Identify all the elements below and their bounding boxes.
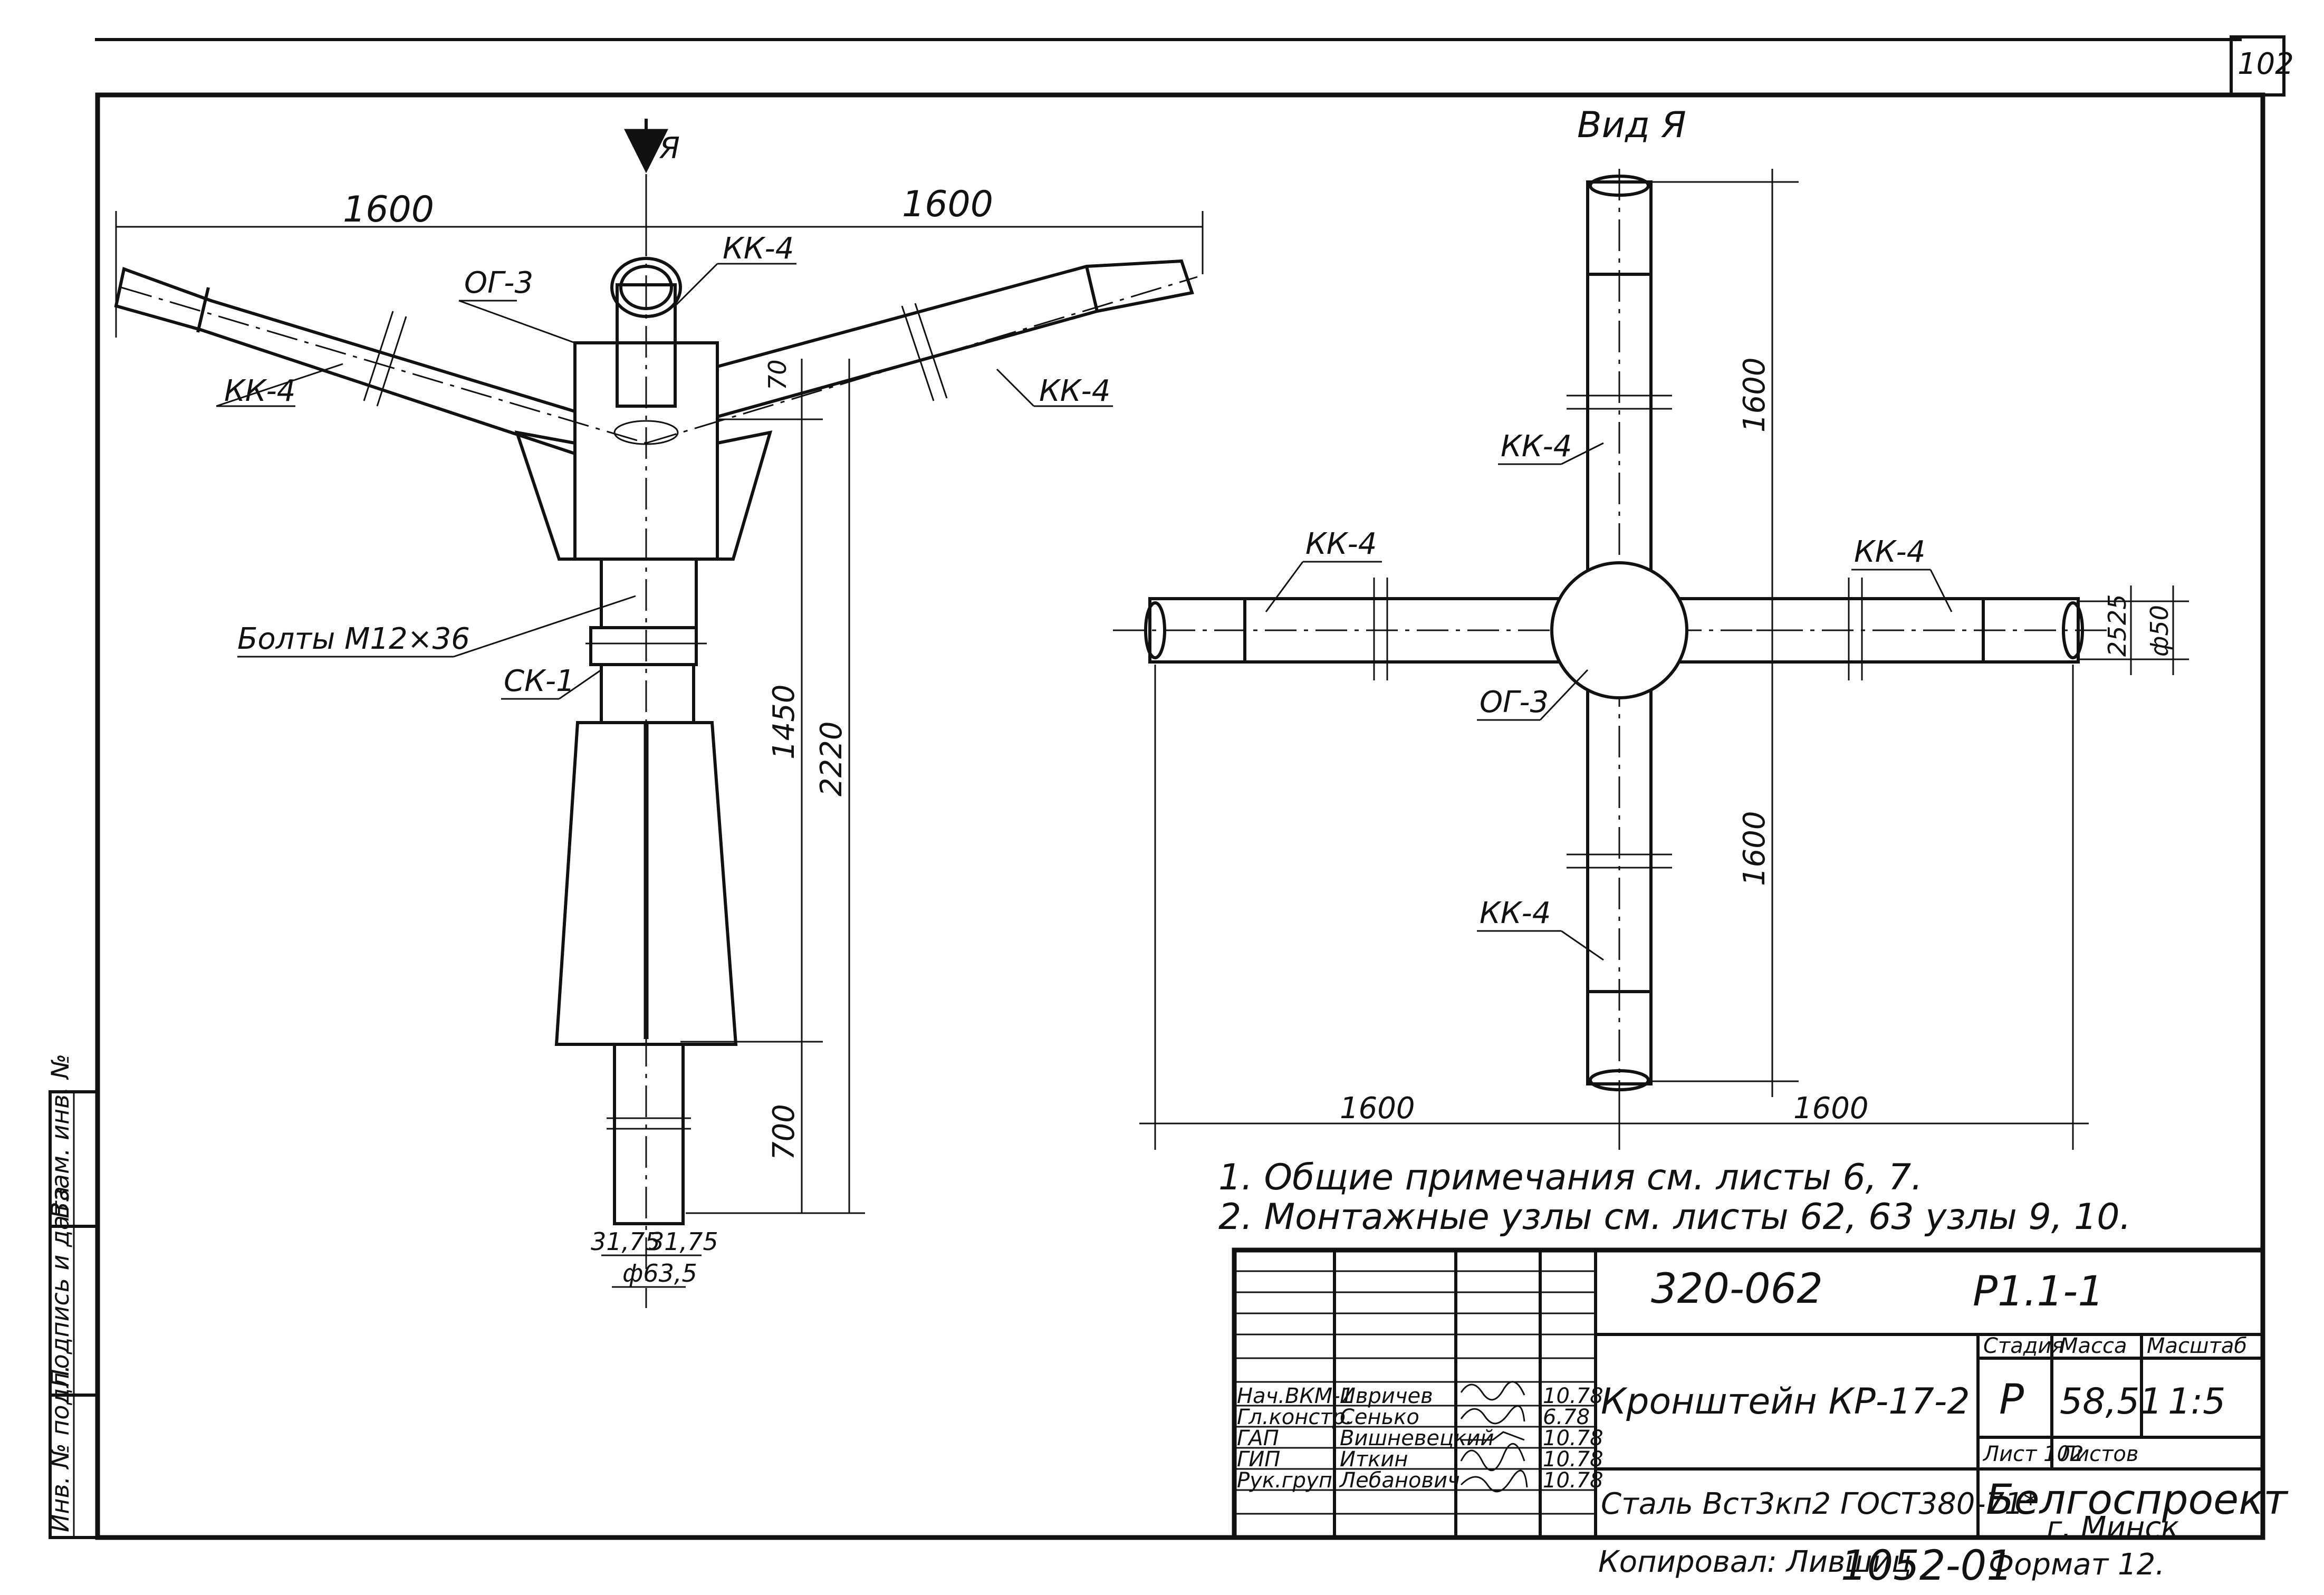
format-label: Формат 12. (1989, 1548, 2165, 1582)
role-5: Рук.груп. (1237, 1468, 1339, 1493)
signature-3 (1461, 1431, 1525, 1441)
role-3: ГАП (1237, 1426, 1279, 1450)
side-stamp-inv: Инв. № подл. (46, 1365, 74, 1532)
dim-h-right: 1600 (1793, 1091, 1869, 1126)
org-name: Белгоспроект (1986, 1476, 2289, 1524)
role-2: Гл.констр. (1237, 1405, 1352, 1429)
date-3: 10.78 (1543, 1426, 1603, 1450)
doc-code: Р1.1-1 (1973, 1268, 2104, 1315)
doc-name: Кронштейн КР-17-2 (1601, 1381, 1970, 1423)
label-kk4-v-top: КК-4 (1501, 429, 1572, 464)
label-og3-right: ОГ-3 (1480, 685, 1549, 719)
title-block: 320-062 Р1.1-1 Кронштейн КР-17-2 Сталь В… (1232, 1247, 2289, 1545)
org-city: г. Минск (2047, 1511, 2179, 1545)
right-arm (716, 259, 1194, 419)
dim-2220: 2220 (814, 721, 849, 796)
name-4: Иткин (1340, 1447, 1408, 1472)
view-title: Вид Я (1577, 104, 1686, 146)
label-og3-left: ОГ-3 (464, 266, 533, 300)
dim-25-a: 25 (2103, 594, 2131, 625)
dim-70: 70 (763, 359, 792, 390)
side-stamp-signature: Подпись и дата (46, 1186, 74, 1387)
date-2: 6.78 (1543, 1405, 1590, 1429)
date-4: 10.78 (1543, 1447, 1603, 1472)
signature-1 (1460, 1381, 1525, 1401)
dim-right-span: 1600 (902, 184, 993, 225)
dim-635: ф63,5 (622, 1259, 697, 1287)
dim-3175-right: 31,75 (649, 1227, 718, 1256)
stage-header: Стадия (1983, 1334, 2064, 1358)
name-1: Ивричев (1340, 1384, 1433, 1408)
scale-header: Масштаб (2147, 1334, 2247, 1358)
dim-1450: 1450 (767, 684, 801, 760)
bottom-pipe (613, 1043, 685, 1225)
dim-left-span: 1600 (343, 189, 434, 230)
front-view: Я 1600 1600 (114, 119, 1204, 1308)
top-tube-end (610, 257, 682, 318)
label-kk4-h-right: КК-4 (1854, 535, 1925, 569)
label-bolts: Болты М12×36 (237, 622, 470, 656)
dim-h-left: 1600 (1340, 1091, 1415, 1126)
dim-25-b: 25 (2103, 626, 2131, 657)
signature-2 (1460, 1405, 1525, 1425)
mass-header: Масса (2060, 1334, 2127, 1358)
conical-sleeve (554, 721, 738, 1046)
label-kk4-h-left: КК-4 (1305, 527, 1377, 561)
label-kk4-v-bottom: КК-4 (1480, 896, 1551, 930)
side-stamp: Инв. № подл. Подпись и дата Взам. инв. № (46, 1054, 99, 1539)
scale-value: 1:5 (2168, 1381, 2225, 1423)
label-ck1: СК-1 (504, 664, 575, 698)
label-kk4-left: КК-4 (224, 374, 295, 408)
copied-by: Копировал: Лившиц (1598, 1545, 1912, 1579)
dim-v-top: 1600 (1737, 357, 1772, 433)
og3-disc (1550, 561, 1688, 699)
dim-v-bottom: 1600 (1737, 811, 1772, 886)
view-ya: Вид Я 1600 1600 (1113, 104, 2189, 1150)
note-1: 1. Общие примечания см. листы 6, 7. (1218, 1157, 1923, 1198)
role-1: Нач.ВКМ-1 (1237, 1384, 1353, 1408)
sheet-label: Лист 102 (1982, 1442, 2083, 1466)
dim-3175-left: 31,75 (591, 1227, 660, 1256)
sheet-number-box (2230, 35, 2285, 97)
drawing-frame (95, 92, 2265, 1540)
name-3: Вишневецкий (1340, 1426, 1494, 1450)
signature-5 (1460, 1469, 1528, 1493)
date-1: 10.78 (1543, 1384, 1603, 1408)
note-2: 2. Монтажные узлы см. листы 62, 63 узлы … (1218, 1196, 2131, 1238)
role-4: ГИП (1237, 1447, 1280, 1472)
left-gusset (514, 430, 577, 561)
label-kk4-top: КК-4 (723, 232, 794, 266)
signature-4 (1460, 1443, 1525, 1472)
dim-50: ф50 (2145, 605, 2174, 657)
stage-value: Р (1999, 1376, 2024, 1424)
inventory-number: 1052-01 (1841, 1542, 2013, 1590)
side-stamp-replaced: Взам. инв. № (46, 1054, 74, 1218)
label-kk4-right: КК-4 (1039, 374, 1110, 408)
dim-700: 700 (767, 1104, 801, 1160)
name-5: Лебанович (1339, 1468, 1460, 1493)
doc-number: 320-062 (1651, 1265, 1823, 1313)
sheets-label: Листов (2059, 1442, 2138, 1466)
mass-value: 58,51 (2060, 1381, 2163, 1423)
doc-material: Сталь Вст3кп2 ГОСТ380-71* (1601, 1487, 2038, 1521)
name-2: Сенько (1340, 1405, 1419, 1429)
date-5: 10.78 (1543, 1468, 1603, 1493)
view-arrow-label: Я (659, 131, 680, 166)
sheet-number: 102 (2237, 47, 2294, 81)
